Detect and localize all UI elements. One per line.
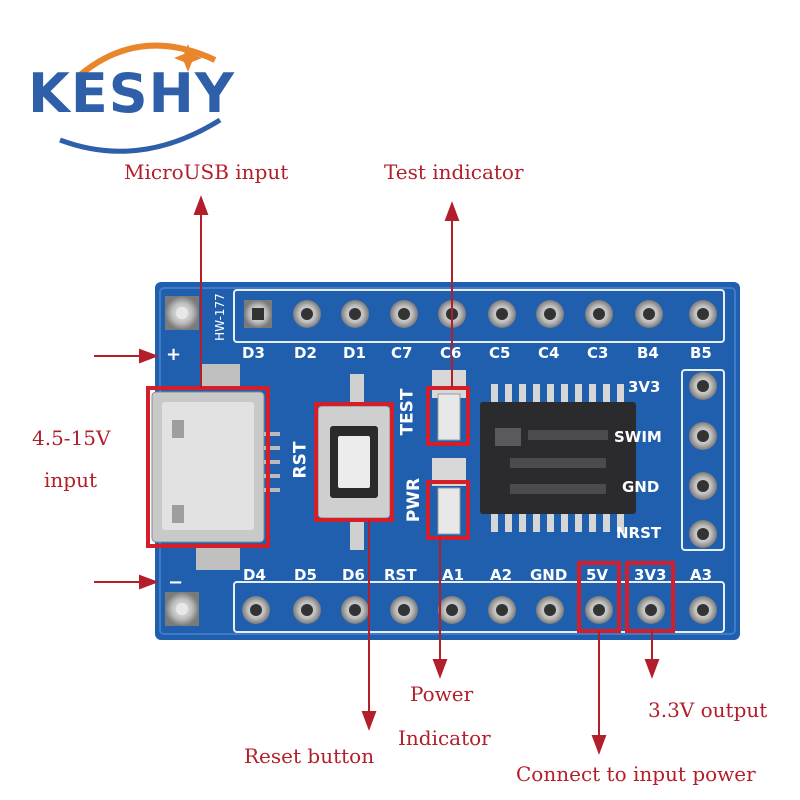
pin-label: A3	[690, 566, 713, 584]
callout-reset: Reset button	[244, 744, 375, 768]
board-model: HW-177	[212, 293, 227, 341]
pin-label: GND	[622, 478, 660, 496]
silk-plus: +	[166, 344, 182, 365]
test-led	[437, 393, 461, 441]
callout-power-line1: Power	[410, 682, 474, 706]
callout-power-line2: Indicator	[398, 726, 491, 750]
pin-label: D2	[294, 344, 317, 362]
pin-label: 5V	[586, 566, 609, 584]
pin-label: D3	[242, 344, 265, 362]
pin-label: B4	[637, 344, 659, 362]
callout-input-label: input	[44, 468, 97, 492]
callout-arrows	[94, 195, 660, 755]
test-led-pad	[432, 370, 466, 398]
brand-logo	[20, 20, 260, 170]
silk-test: TEST	[397, 388, 418, 436]
microusb-connector	[151, 364, 280, 570]
pin-label: D6	[342, 566, 365, 584]
callout-33v-output: 3.3V output	[648, 698, 768, 722]
pin-label: D1	[343, 344, 366, 362]
pin-label: C7	[391, 344, 413, 362]
reset-button-part	[317, 374, 391, 550]
silk-minus: −	[168, 572, 184, 593]
brand-name: KESHY	[28, 62, 235, 125]
pin-label: 3V3	[634, 566, 667, 584]
pin-label: NRST	[616, 524, 662, 542]
pin-label: B5	[690, 344, 712, 362]
pin-label: D5	[294, 566, 317, 584]
pin-label: C4	[538, 344, 560, 362]
top-header-pins	[244, 300, 717, 328]
pin-label: 3V3	[628, 378, 661, 396]
logo-swoosh	[59, 42, 222, 154]
power-led	[437, 487, 461, 535]
pin-label: C5	[489, 344, 511, 362]
highlight-boxes	[146, 386, 675, 633]
callout-input-voltage: 4.5-15V	[32, 426, 111, 450]
pin-label: D4	[243, 566, 266, 584]
right-header-pins	[689, 372, 717, 548]
pin-label: GND	[530, 566, 568, 584]
silk-pwr: PWR	[404, 477, 425, 523]
pin-label: C6	[440, 344, 462, 362]
st-logo-icon	[495, 428, 521, 446]
mcu-chip	[480, 384, 636, 532]
pin-label: C3	[587, 344, 609, 362]
pin-label: A2	[490, 566, 513, 584]
silk-rst: RST	[290, 441, 311, 479]
star-icon	[174, 44, 202, 72]
bottom-header-pins	[242, 596, 717, 624]
pin-label: RST	[384, 566, 417, 584]
pin-label: SWIM	[614, 428, 662, 446]
callout-microusb: MicroUSB input	[124, 160, 289, 184]
pin-label: A1	[442, 566, 465, 584]
callout-connect-power: Connect to input power	[516, 762, 756, 786]
callout-test-indicator: Test indicator	[384, 160, 524, 184]
